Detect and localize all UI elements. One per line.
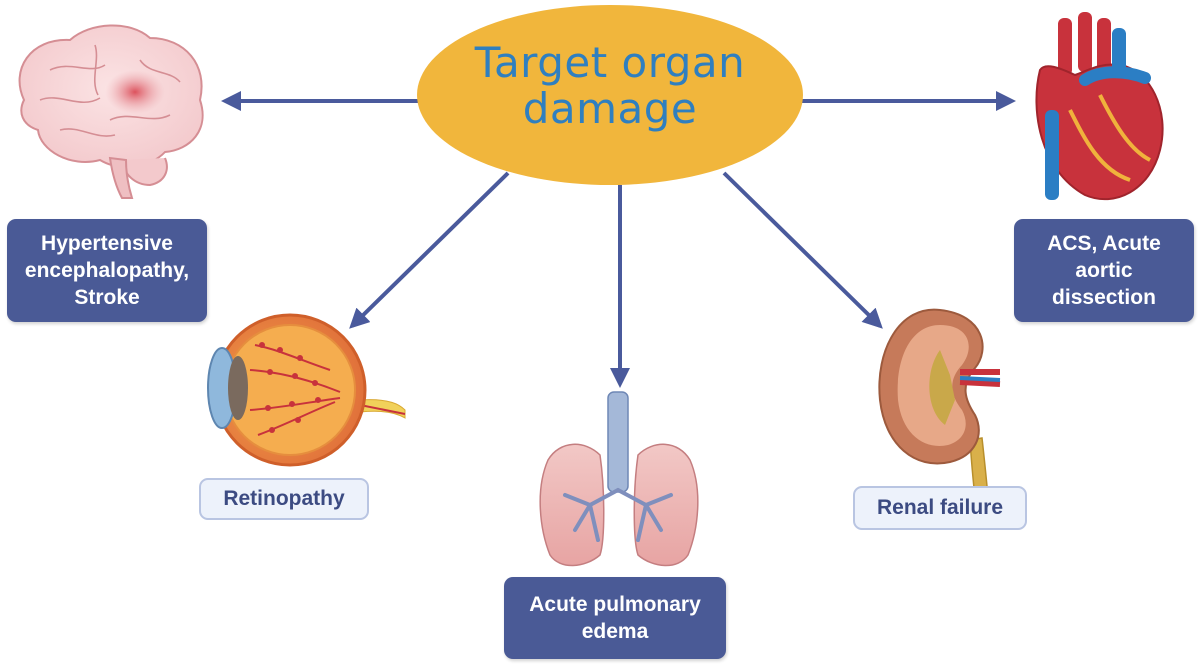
label-kidney: Renal failure bbox=[853, 486, 1027, 530]
label-brain: Hypertensive encephalopathy, Stroke bbox=[7, 219, 207, 322]
brain-icon bbox=[18, 24, 204, 199]
kidney-icon bbox=[878, 308, 1001, 521]
heart-icon bbox=[1035, 12, 1164, 201]
label-eye: Retinopathy bbox=[199, 478, 369, 520]
label-lungs: Acute pulmonary edema bbox=[504, 577, 726, 659]
eye-icon bbox=[207, 313, 406, 467]
label-brain-text: Hypertensive encephalopathy, Stroke bbox=[24, 232, 190, 309]
label-heart-text: ACS, Acute aortic dissection bbox=[1047, 232, 1161, 309]
center-title: Target organ damage bbox=[474, 38, 746, 133]
arrow-to-kidney bbox=[722, 171, 883, 329]
lungs-icon bbox=[539, 391, 699, 567]
target-organ-ellipse bbox=[417, 5, 803, 185]
label-eye-text: Retinopathy bbox=[223, 487, 345, 510]
label-lungs-text: Acute pulmonary edema bbox=[529, 593, 701, 643]
label-heart: ACS, Acute aortic dissection bbox=[1014, 219, 1194, 322]
arrow-to-eye bbox=[349, 171, 510, 329]
label-kidney-text: Renal failure bbox=[876, 496, 1004, 519]
